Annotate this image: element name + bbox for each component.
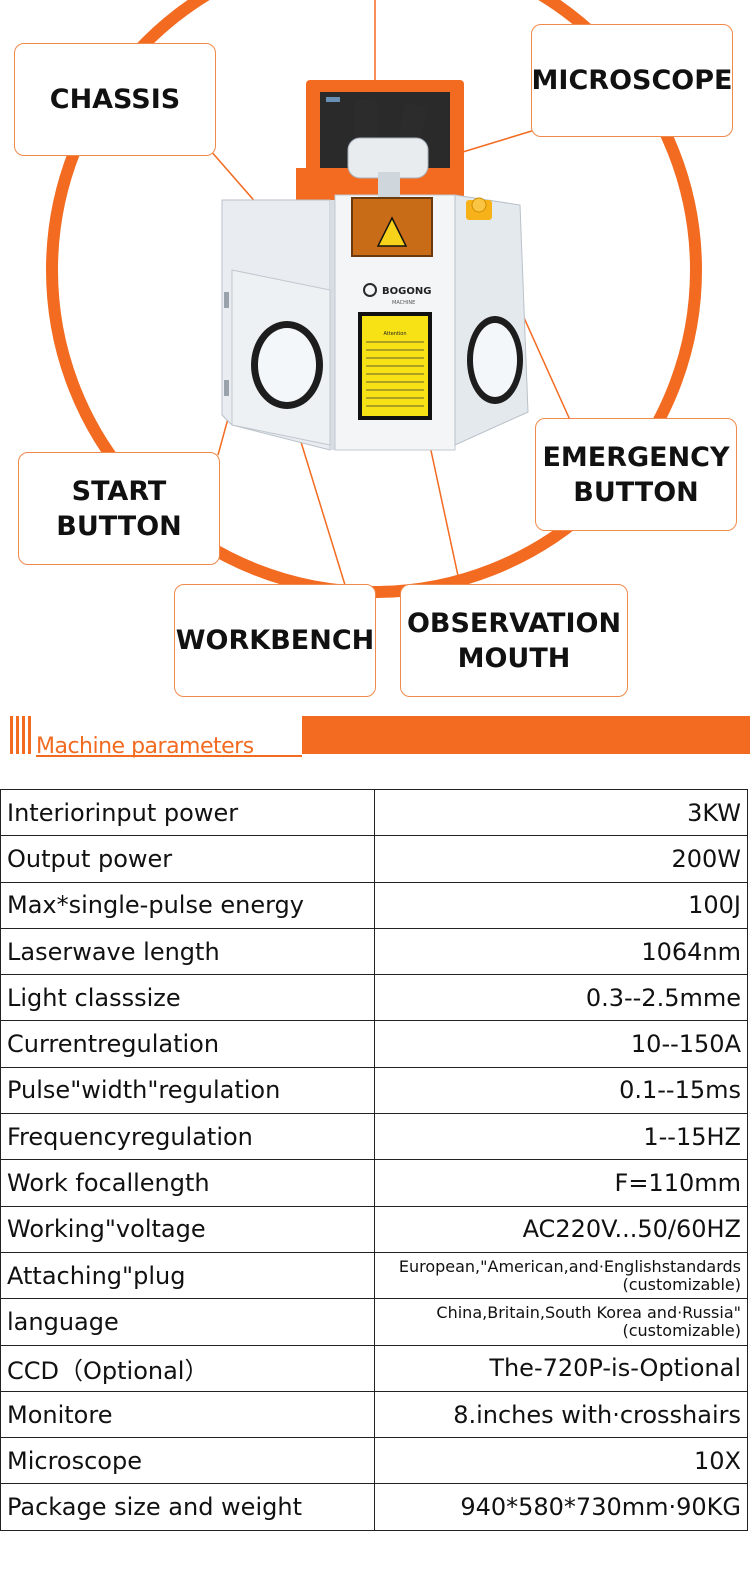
parameter-value: 8.inches with·crosshairs	[374, 1390, 748, 1439]
parameter-value: F=110mm	[374, 1159, 748, 1207]
emergency-button-callout: EMERGENCY BUTTON	[535, 418, 737, 531]
machine-diagram: BOGONG MACHINE Attention CHASSIS MICROSC…	[0, 0, 750, 700]
start-button-callout: START BUTTON	[18, 452, 220, 565]
banner-stripe	[10, 716, 13, 754]
parameter-value-note: (customizable)	[622, 1320, 742, 1340]
table-row: CCD（Optional）The-720P-is-Optional	[0, 1344, 748, 1392]
parameter-value: China,Britain,South Korea and·Russia"(cu…	[374, 1298, 748, 1346]
banner-stripe	[28, 716, 31, 754]
parameter-value-main: China,Britain,South Korea and·Russia"	[436, 1302, 741, 1322]
section-banner: Machine parameters	[0, 716, 750, 762]
banner-underline	[36, 755, 302, 757]
banner-bar	[302, 716, 750, 754]
parameter-name: Work focallength	[0, 1159, 375, 1207]
parameter-value: 0.1--15ms	[374, 1066, 748, 1115]
parameter-value: 10X	[374, 1437, 748, 1485]
parameter-name: Pulse"width"regulation	[0, 1066, 375, 1115]
parameter-value: 0.3--2.5mme	[374, 974, 748, 1022]
brand-text: BOGONG	[382, 286, 431, 297]
parameter-name: Attaching"plug	[0, 1251, 375, 1300]
parameter-value-main: European,"American,and·Englishstandards	[398, 1256, 741, 1276]
banner-stripe	[16, 716, 19, 754]
observation-mouth-callout: OBSERVATION MOUTH	[400, 584, 628, 697]
parameter-value-note: (customizable)	[622, 1274, 742, 1294]
parameter-name: Laserwave length	[0, 927, 375, 976]
parameter-name: Currentregulation	[0, 1020, 375, 1068]
parameter-name: Interiorinput power	[0, 788, 375, 837]
machine-illustration: BOGONG MACHINE Attention	[46, 0, 702, 598]
parameter-name: Max*single-pulse energy	[0, 881, 375, 929]
parameter-value: 3KW	[374, 788, 748, 837]
parameter-name: Working"voltage	[0, 1205, 375, 1253]
parameter-value: 940*580*730mm·90KG	[374, 1483, 748, 1531]
parameter-value: 1064nm	[374, 927, 748, 976]
parameter-value: The-720P-is-Optional	[374, 1344, 748, 1392]
chassis-callout: CHASSIS	[14, 43, 216, 156]
parameter-name: language	[0, 1298, 375, 1346]
microscope-illustration	[347, 100, 429, 200]
parameter-value: European,"American,and·Englishstandards(…	[374, 1251, 748, 1300]
banner-stripe	[22, 716, 25, 754]
parameter-name: Microscope	[0, 1437, 375, 1485]
parameter-value: 100J	[374, 881, 748, 929]
workbench-callout: WORKBENCH	[174, 584, 376, 697]
parameter-value: 200W	[374, 835, 748, 883]
parameter-value: 10--150A	[374, 1020, 748, 1068]
parameter-name: Monitore	[0, 1390, 375, 1439]
section-title: Machine parameters	[36, 734, 254, 759]
parameter-value: AC220V...50/60HZ	[374, 1205, 748, 1253]
parameter-name: Light classsize	[0, 974, 375, 1022]
parameter-name: Frequencyregulation	[0, 1113, 375, 1161]
parameter-name: Package size and weight	[0, 1483, 375, 1531]
parameter-name: CCD（Optional）	[0, 1344, 375, 1392]
parameter-name: Output power	[0, 835, 375, 883]
brand-sub-text: MACHINE	[392, 300, 415, 306]
warning-title: Attention	[383, 331, 406, 337]
parameter-value: 1--15HZ	[374, 1113, 748, 1161]
microscope-callout: MICROSCOPE	[531, 24, 733, 137]
